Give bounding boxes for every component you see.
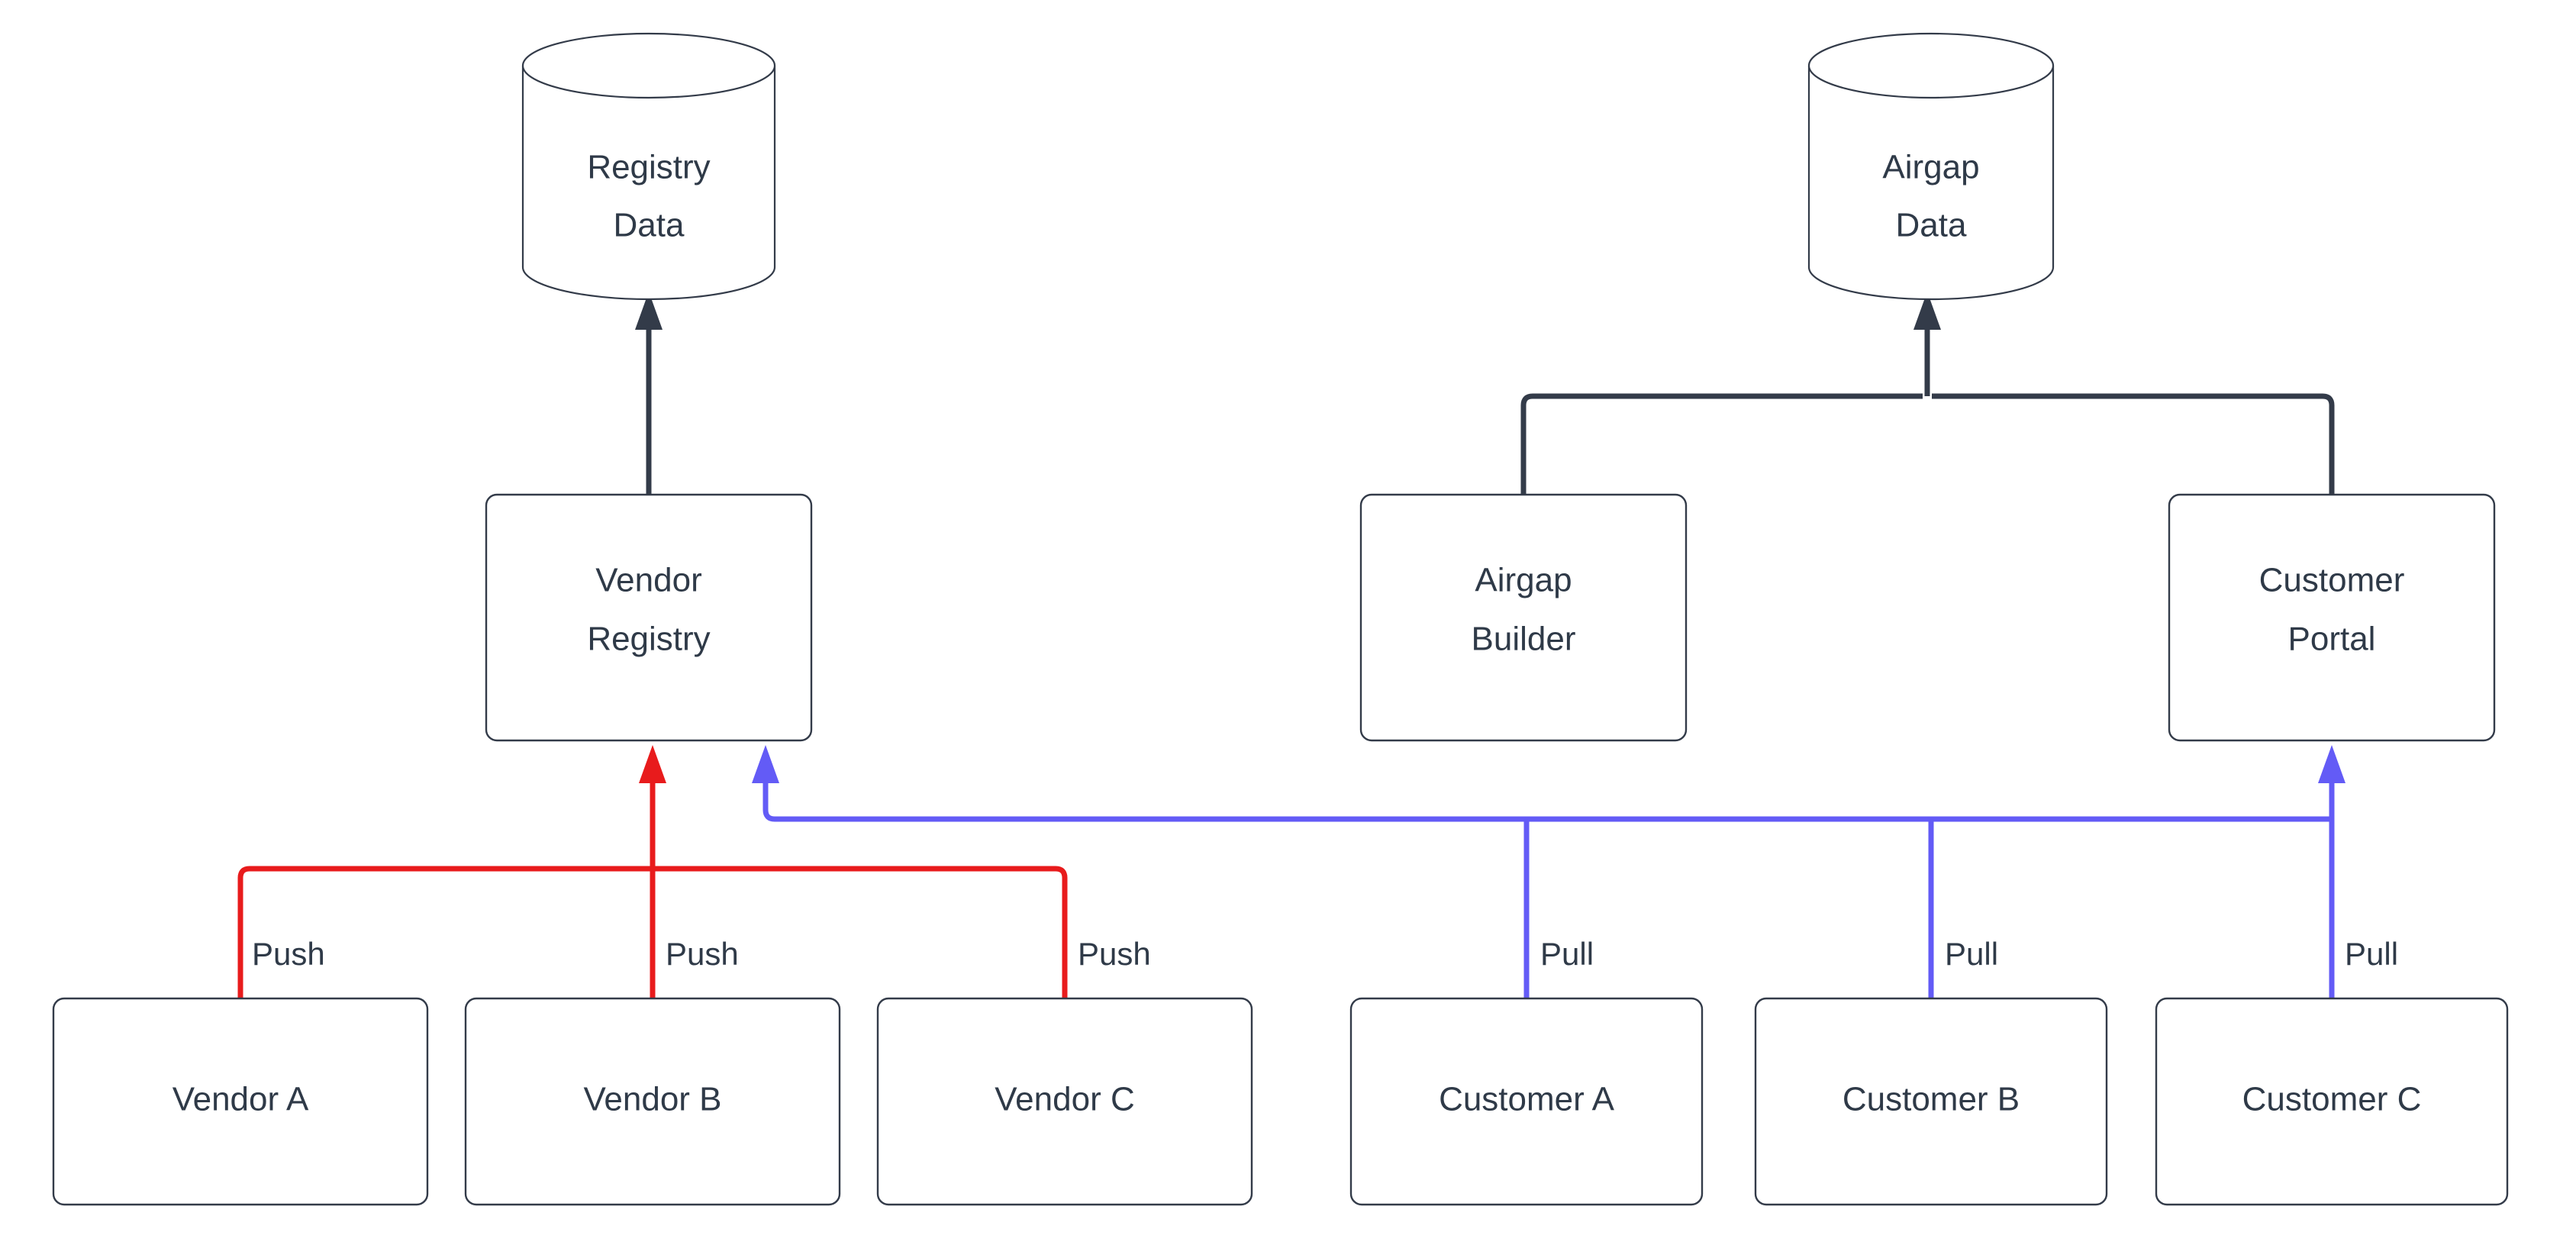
actor-vendor-c[interactable]: Vendor C [876,997,1253,1206]
service-airgap-builder[interactable]: Airgap Builder [1359,493,1688,742]
edge-customer-portal-to-airgap-data [1932,393,2335,495]
datastore-airgap-data-label-line1: Airgap [1882,149,1979,186]
actor-customer-a[interactable]: Customer A [1349,997,1704,1206]
service-vendor-registry-label-line2: Registry [587,621,710,658]
edge-label-pull-1: Pull [1540,936,1594,972]
edge-label-push-2: Push [666,936,739,972]
service-airgap-builder-label-line1: Airgap [1475,562,1572,599]
edge-label-push-1: Push [252,936,325,972]
service-vendor-registry-label-line1: Vendor [595,562,701,599]
datastore-registry-data[interactable]: Registry Data [521,32,776,301]
edge-pull-bus-left [752,745,2332,998]
service-customer-portal[interactable]: Customer Portal [2168,493,2496,742]
edge-label-push-3: Push [1078,936,1151,972]
edge-label-pull-3: Pull [2345,936,2398,972]
datastore-registry-data-label-line1: Registry [587,149,710,186]
actor-customer-c[interactable]: Customer C [2155,997,2509,1206]
service-vendor-registry[interactable]: Vendor Registry [485,493,813,742]
edge-airgap-builder-to-airgap-data [1520,393,1923,495]
actor-vendor-b[interactable]: Vendor B [464,997,841,1206]
datastore-airgap-data-label-line2: Data [1896,207,1967,244]
actor-customer-a-label: Customer A [1439,1081,1615,1118]
service-customer-portal-label-line1: Customer [2259,562,2405,599]
actor-customer-b[interactable]: Customer B [1754,997,2108,1206]
actor-customer-c-label: Customer C [2242,1081,2422,1118]
edge-vendor-registry-to-registry-data [635,292,663,495]
actor-customer-b-label: Customer B [1843,1081,2020,1118]
service-airgap-builder-label-line2: Builder [1472,621,1576,658]
actor-vendor-b-label: Vendor B [583,1081,721,1118]
edge-label-pull-2: Pull [1945,936,1998,972]
actor-vendor-c-label: Vendor C [995,1081,1134,1118]
datastore-registry-data-label-line2: Data [614,207,685,244]
service-customer-portal-label-line2: Portal [2288,621,2376,658]
edge-airgap-data-trunk [1913,292,1941,396]
edge-pull-customer-c [2318,745,2345,998]
datastore-airgap-data[interactable]: Airgap Data [1807,32,2055,301]
actor-vendor-a-label: Vendor A [172,1081,309,1118]
edge-push-bus [237,745,1068,998]
actor-vendor-a[interactable]: Vendor A [52,997,429,1206]
